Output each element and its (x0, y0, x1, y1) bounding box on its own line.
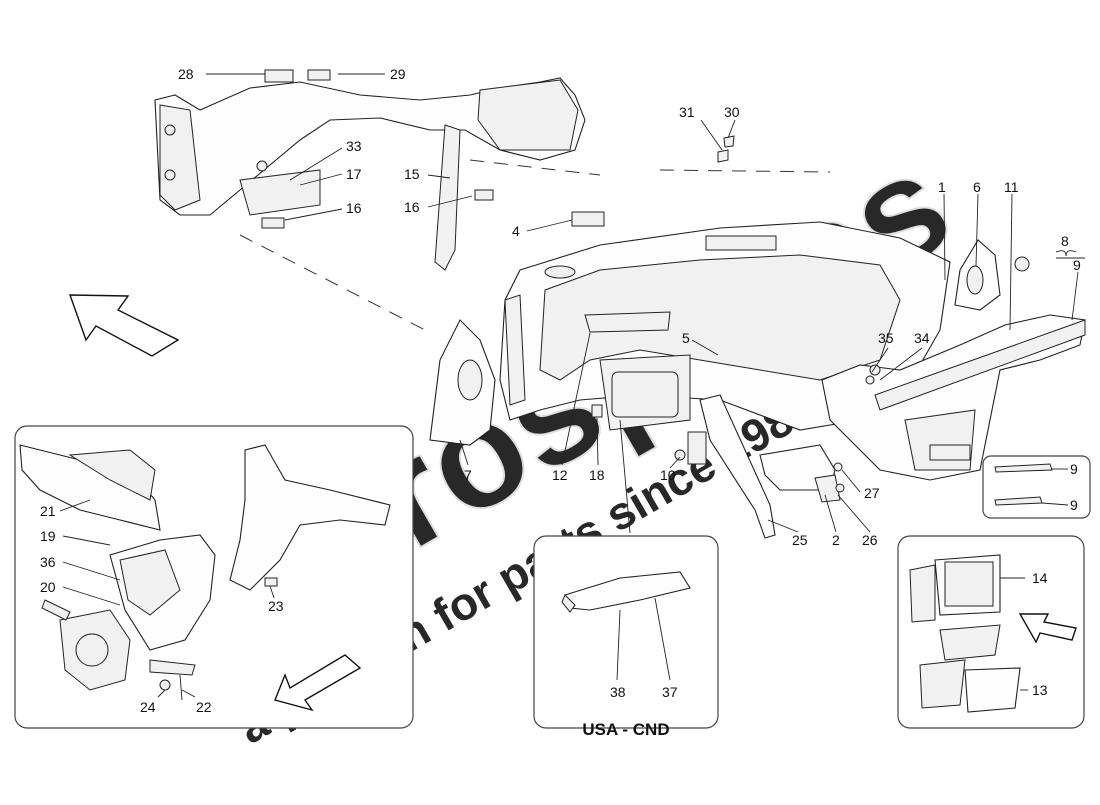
callout-11: 11 (1004, 179, 1019, 195)
direction-arrow-center-stack (1018, 613, 1077, 644)
callout-18: 18 (589, 467, 605, 483)
callout-31: 31 (679, 104, 695, 120)
callout-25: 25 (792, 532, 808, 548)
inset-center-stack (897, 535, 1085, 729)
callout-5: 5 (682, 330, 690, 346)
inset-emblems (982, 455, 1091, 519)
callout-4: 4 (512, 223, 520, 239)
callout-15: 15 (404, 166, 420, 182)
callout-22: 22 (196, 699, 212, 715)
inset-steering-column (14, 425, 414, 729)
callout-17: 17 (346, 166, 362, 182)
callout-labels: 28 29 33 17 16 15 16 31 30 4 1 6 11 8 9 … (40, 66, 1081, 739)
callout-14: 14 (1032, 570, 1048, 586)
callout-27: 27 (864, 485, 880, 501)
callout-38: 38 (610, 684, 626, 700)
callout-6: 6 (973, 179, 981, 195)
inset-usa-cnd (533, 535, 719, 729)
callout-13: 13 (1032, 682, 1048, 698)
callout-2: 2 (832, 532, 840, 548)
brackets (571, 135, 881, 539)
callout-9: 9 (1073, 257, 1081, 273)
callout-16b: 16 (404, 199, 420, 215)
callout-9-emblem-a: 9 (1070, 461, 1078, 477)
callout-35: 35 (878, 330, 894, 346)
callout-37: 37 (662, 684, 678, 700)
callout-10: 10 (660, 467, 676, 483)
callout-29: 29 (390, 66, 406, 82)
callout-30: 30 (724, 104, 740, 120)
callout-34: 34 (914, 330, 930, 346)
callout-9-emblem-b: 9 (1070, 497, 1078, 513)
callout-20: 20 (40, 579, 56, 595)
brace-8 (1055, 250, 1077, 257)
callout-7: 7 (464, 467, 472, 483)
callout-24: 24 (140, 699, 156, 715)
center-console (821, 314, 1086, 481)
callout-36: 36 (40, 554, 56, 570)
callout-28: 28 (178, 66, 194, 82)
leader-lines (206, 73, 1085, 534)
direction-arrow-steering (274, 654, 362, 712)
guide-lines (239, 159, 831, 331)
callout-23: 23 (268, 598, 284, 614)
callout-19: 19 (40, 528, 56, 544)
callout-26: 26 (862, 532, 878, 548)
callout-33: 33 (346, 138, 362, 154)
callout-1: 1 (938, 179, 946, 195)
direction-arrow-main (69, 294, 180, 357)
callout-16: 16 (346, 200, 362, 216)
inset-label-usa-cnd: USA - CND (582, 720, 669, 739)
cross-car-beam (154, 69, 586, 271)
callout-8: 8 (1061, 233, 1069, 249)
callout-21: 21 (40, 503, 56, 519)
callout-12: 12 (552, 467, 568, 483)
